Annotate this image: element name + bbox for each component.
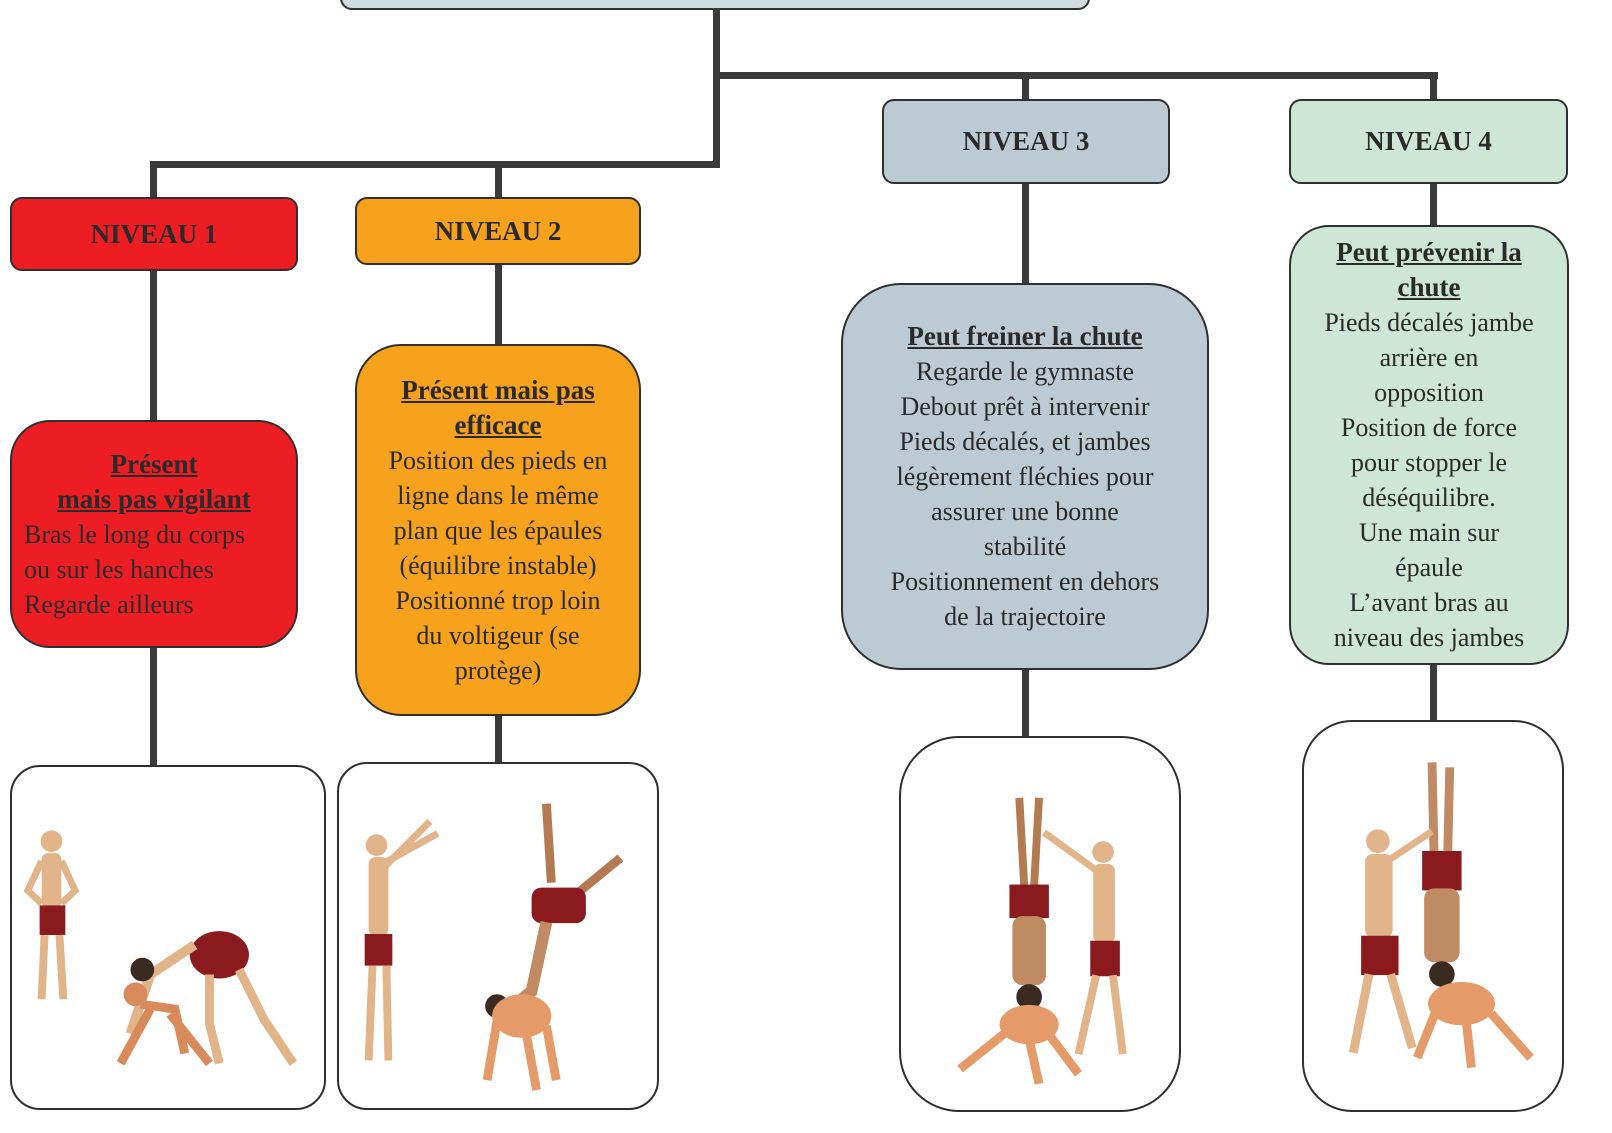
level-3-header: NIVEAU 3	[882, 99, 1170, 184]
level-2-description: Présent mais pas efficace Position des p…	[355, 344, 641, 716]
level-4-description: Peut prévenir la chute Pieds décalés jam…	[1289, 225, 1569, 665]
level-4-text: Pieds décalés jambe arrière en oppositio…	[1324, 308, 1534, 652]
connector-line	[495, 716, 502, 766]
connector-line	[150, 270, 157, 422]
gymnasts-level4-icon	[1348, 762, 1534, 1069]
connector-line	[1430, 663, 1437, 723]
level-1-image	[10, 765, 326, 1110]
gymnasts-level2-icon	[364, 803, 624, 1091]
gymnasts-level1-icon	[23, 830, 298, 1067]
level-2-text: Position des pieds en ligne dans le même…	[388, 445, 608, 685]
connector-line	[1022, 668, 1029, 740]
level-2-header: NIVEAU 2	[355, 197, 641, 265]
level-2-image	[337, 762, 659, 1110]
level-2-title: Présent mais pas efficace	[401, 374, 595, 440]
level-3-image	[899, 736, 1181, 1112]
level-4-image	[1302, 720, 1564, 1112]
connector-line	[150, 161, 720, 168]
connector-line	[150, 646, 157, 766]
connector-line	[1022, 183, 1029, 285]
connector-line	[495, 161, 502, 199]
connector-line	[150, 161, 157, 199]
connector-line	[1022, 72, 1029, 102]
level-1-text: Bras le long du corps ou sur les hanches…	[24, 519, 245, 619]
connector-line	[713, 8, 720, 168]
level-1-title: Présent mais pas vigilant	[57, 448, 251, 514]
level-4-title: Peut prévenir la chute	[1336, 237, 1522, 302]
level-3-title: Peut freiner la chute	[907, 321, 1143, 351]
level-3-description: Peut freiner la chute Regarde le gymnast…	[841, 283, 1209, 670]
level-1-header: NIVEAU 1	[10, 197, 298, 271]
connector-line	[1430, 183, 1437, 227]
connector-line	[713, 72, 1438, 79]
connector-line	[495, 264, 502, 346]
connector-line	[1430, 72, 1437, 102]
level-3-text: Regarde le gymnaste Debout prêt à interv…	[890, 357, 1160, 631]
level-4-header: NIVEAU 4	[1289, 99, 1568, 184]
level-1-description: Présent mais pas vigilant Bras le long d…	[10, 420, 298, 648]
gymnasts-level3-icon	[957, 797, 1127, 1085]
